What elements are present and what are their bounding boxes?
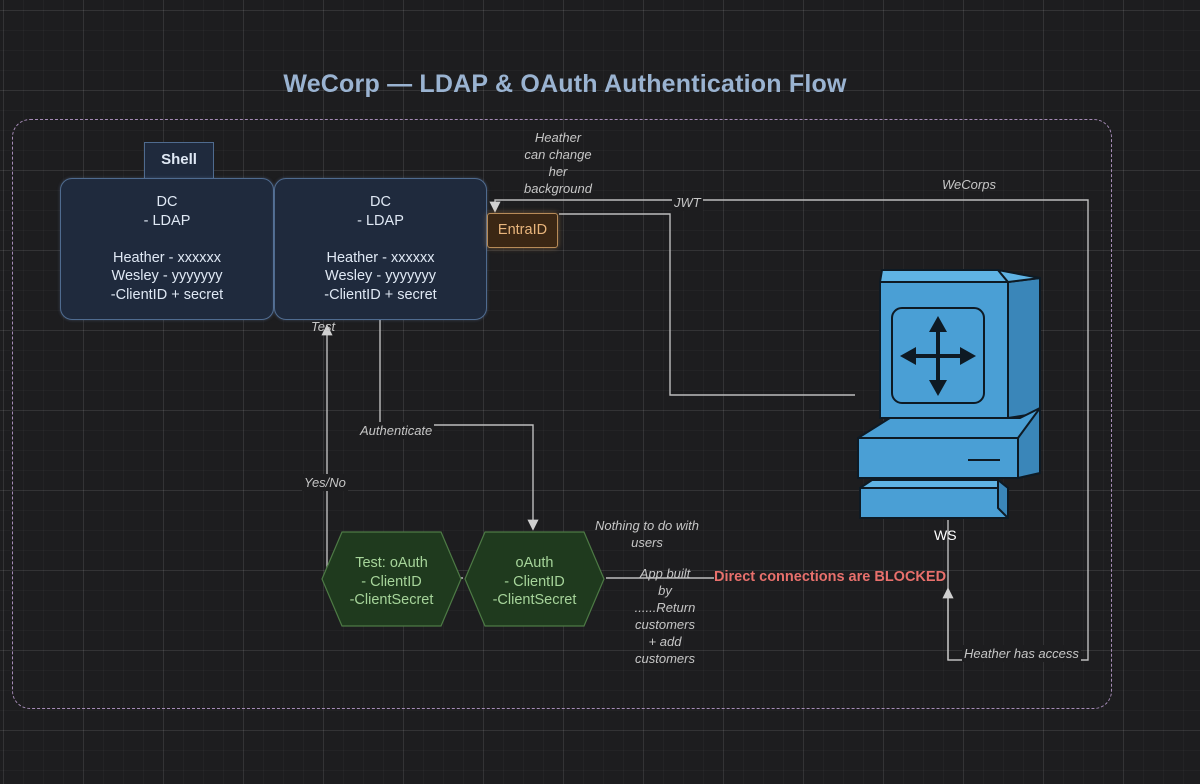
app-built-label: App built by ......Return customers + ad… <box>622 565 708 667</box>
heather-background-label: Heather can change her background <box>508 129 608 197</box>
diagram-title: WeCorp — LDAP & OAuth Authentication Flo… <box>283 70 847 98</box>
authenticate-label: Authenticate <box>358 422 435 439</box>
router-arrows-icon <box>900 316 976 396</box>
entraid-box[interactable]: EntraID <box>487 213 558 248</box>
label-line: + add <box>648 634 682 649</box>
label-line: background <box>524 181 592 196</box>
dc-ldap-box-shell[interactable]: DC - LDAP Heather - xxxxxx Wesley - yyyy… <box>60 178 274 320</box>
workstation-icon[interactable] <box>850 268 1045 523</box>
dc-line: -ClientID + secret <box>110 286 224 303</box>
label-line: customers <box>635 617 695 632</box>
hexagon-shape <box>321 531 462 627</box>
shell-tab[interactable]: Shell <box>144 142 214 178</box>
dc-ldap-box[interactable]: DC - LDAP Heather - xxxxxx Wesley - yyyy… <box>274 178 487 320</box>
ws-entraid-connector <box>559 213 855 396</box>
hex-line: - ClientID <box>504 573 565 590</box>
dc-line: Wesley - yyyyyyy <box>325 268 436 284</box>
dc-line: -ClientID + secret <box>324 286 437 303</box>
wecorps-boundary <box>12 119 1112 709</box>
test-oauth-hexagon[interactable]: Test: oAuth - ClientID -ClientSecret <box>320 530 463 628</box>
label-line: Heather <box>534 130 582 145</box>
oauth-hexagon[interactable]: oAuth - ClientID -ClientSecret <box>463 530 606 628</box>
hex-line: -ClientSecret <box>492 592 577 608</box>
dc-line: - LDAP <box>357 212 404 229</box>
authenticate-connector <box>379 320 539 531</box>
label-line: App built <box>639 566 691 581</box>
dc-line: Heather - xxxxxx <box>113 249 221 266</box>
heather-access-label: Heather has access <box>962 645 1081 662</box>
dc-line: - LDAP <box>143 212 191 229</box>
label-line: her <box>548 164 568 179</box>
test-label: Test <box>311 319 336 334</box>
wecorps-label: WeCorps <box>942 177 996 192</box>
label-line: can change <box>524 147 592 162</box>
dc-line: DC <box>370 194 391 210</box>
dc-line: DC <box>156 194 178 210</box>
hex-line: oAuth <box>515 555 554 571</box>
label-line: by <box>658 583 672 598</box>
workstation-label: WS <box>934 527 957 543</box>
hex-line: - ClientID <box>361 573 422 590</box>
nothing-to-do-label: Nothing to do with users <box>582 517 712 551</box>
hexagon-shape <box>464 531 605 627</box>
label-line: Nothing to do with <box>594 518 700 533</box>
yes-no-label: Yes/No <box>302 474 348 491</box>
label-line: ......Return <box>634 600 696 615</box>
dc-line: Wesley - yyyyyyy <box>111 268 223 284</box>
dc-line-spacer <box>61 230 273 249</box>
jwt-label: JWT <box>672 194 703 211</box>
dc-line-spacer <box>275 230 486 249</box>
hex-line: -ClientSecret <box>349 592 434 608</box>
label-line: customers <box>635 651 695 666</box>
hex-line: Test: oAuth <box>355 555 428 571</box>
dc-line: Heather - xxxxxx <box>326 249 435 266</box>
label-line: users <box>631 535 663 550</box>
blocked-warning-label: Direct connections are BLOCKED <box>714 569 947 585</box>
